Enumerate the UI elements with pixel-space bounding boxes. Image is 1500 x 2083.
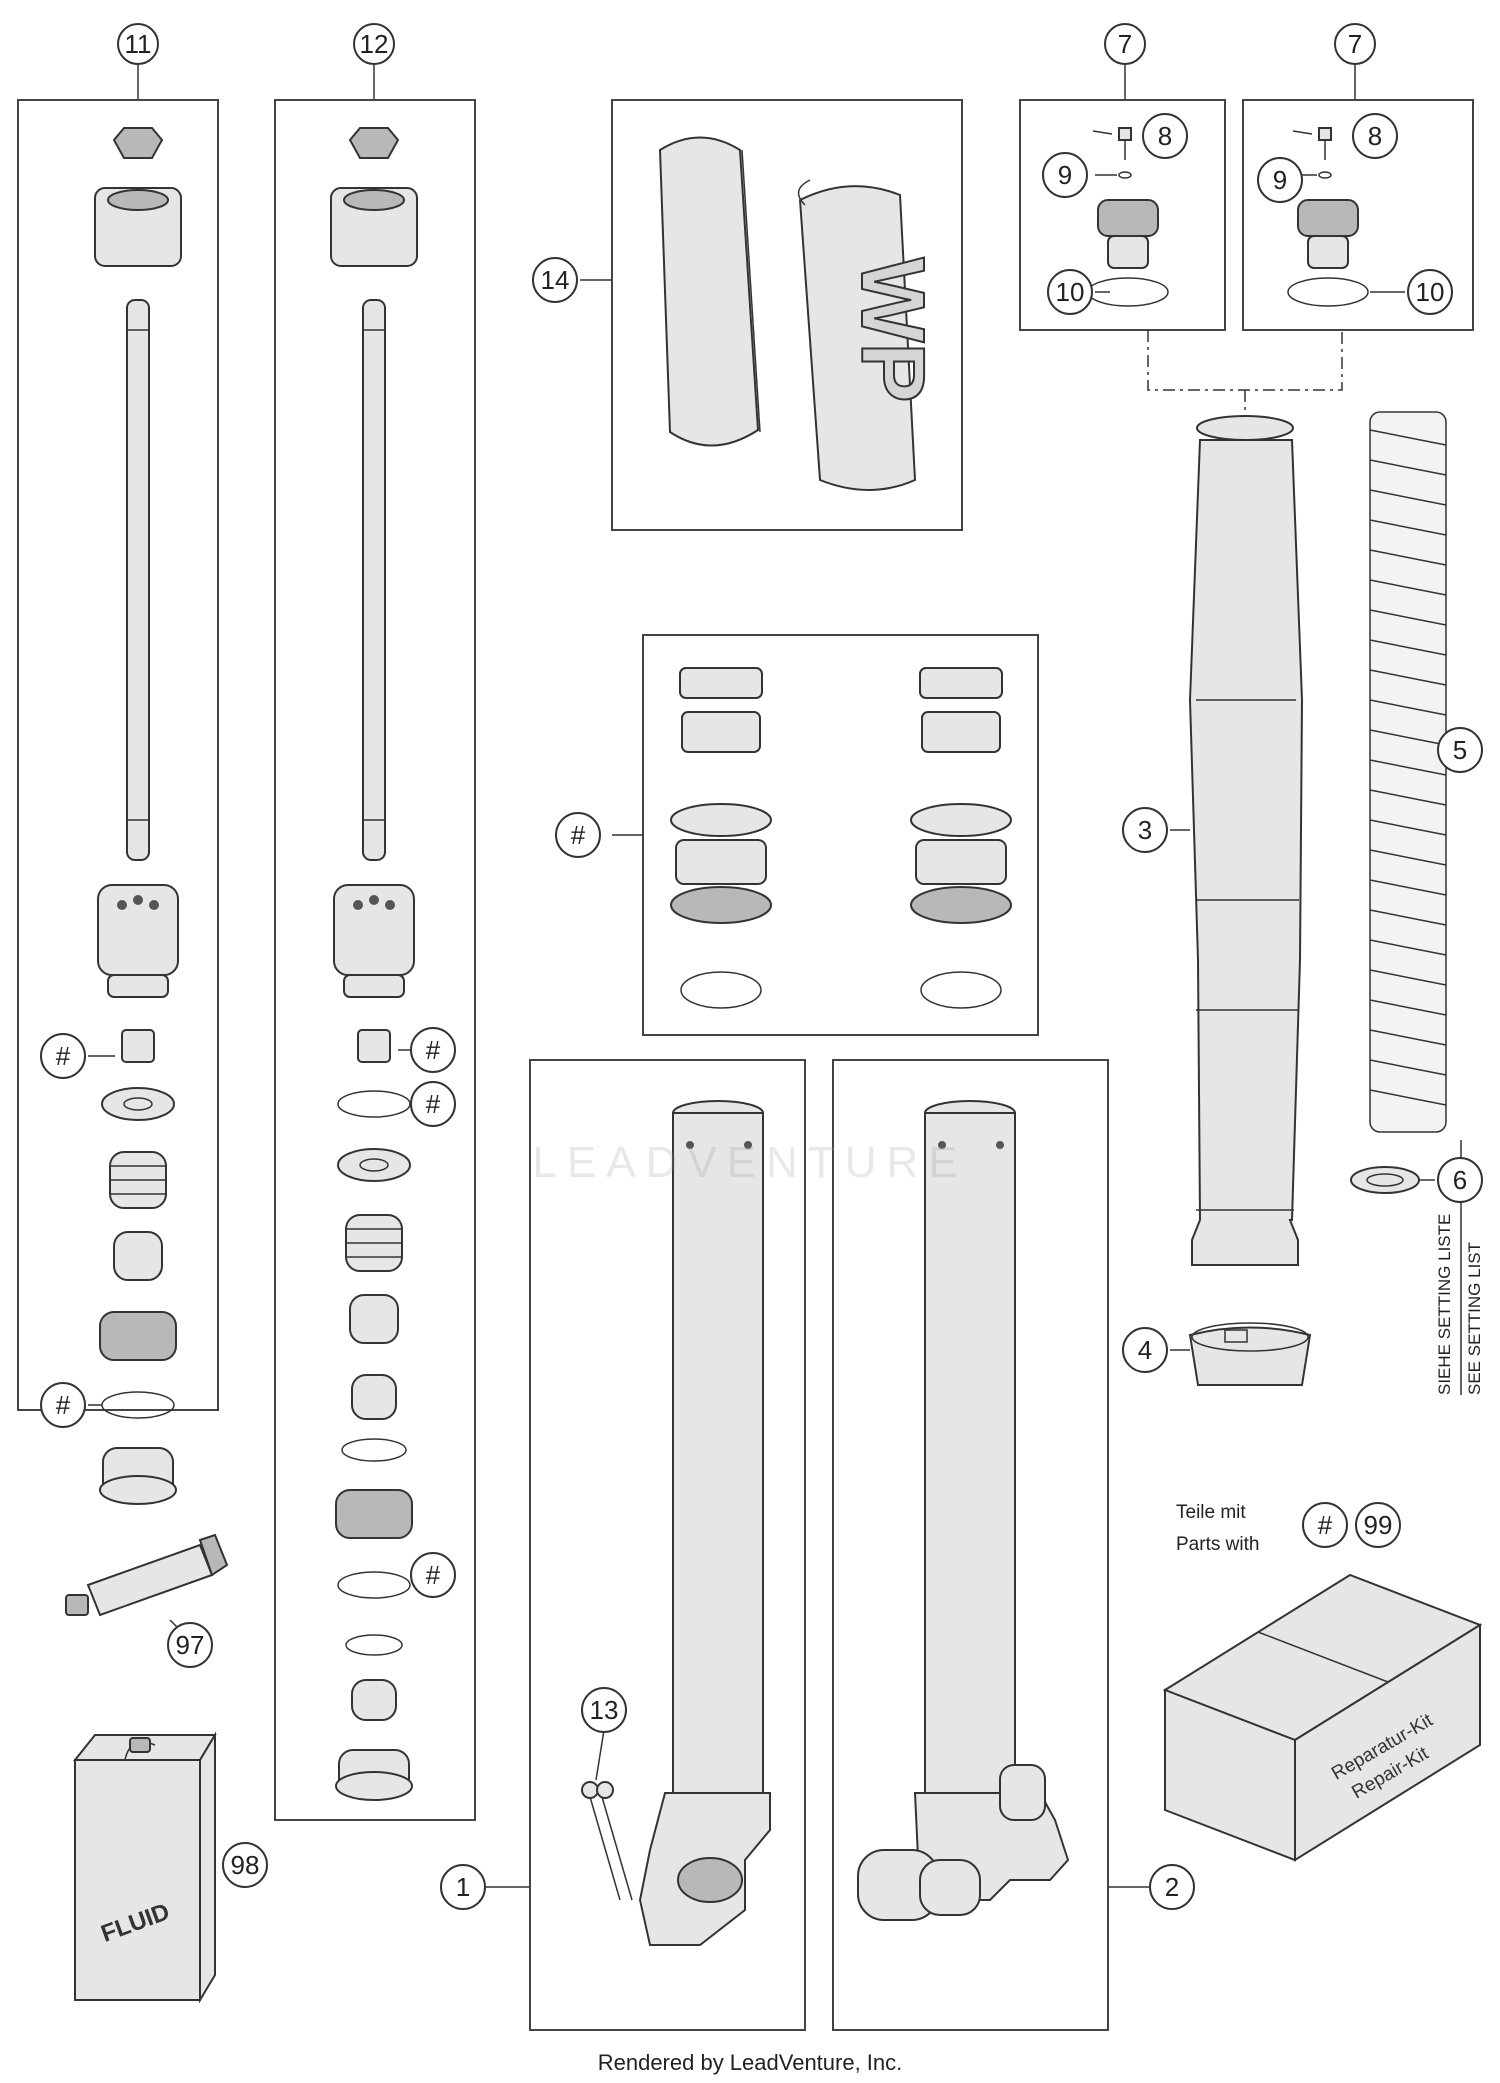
- repair-kit-box-99[interactable]: Reparatur-Kit Repair-Kit: [1162, 1573, 1483, 1862]
- callout-11[interactable]: 11: [117, 23, 159, 65]
- callout-11-label: 11: [125, 29, 152, 59]
- seal-kit-box[interactable]: [612, 634, 1039, 1036]
- setting-list-de: SIEHE SETTING LISTE: [1435, 1214, 1454, 1395]
- callout-9-right-label: 9: [1273, 165, 1287, 195]
- callout-97-label: 97: [176, 1630, 205, 1660]
- fork-guards-14[interactable]: WP: [580, 99, 963, 531]
- clamp-ring-4[interactable]: [1188, 1322, 1312, 1386]
- watermark: LEADVENTURE: [532, 1138, 968, 1187]
- cartridge-assembly-12[interactable]: [274, 64, 476, 1821]
- callout-98[interactable]: 98: [222, 1842, 268, 1888]
- callout-1-label: 1: [456, 1872, 470, 1902]
- callout-8-right-label: 8: [1368, 121, 1382, 151]
- callout-99[interactable]: 99: [1355, 1502, 1401, 1548]
- callout-13-label: 13: [590, 1695, 619, 1725]
- callout-8-left[interactable]: 8: [1142, 113, 1188, 159]
- fork-leg-1[interactable]: [485, 1059, 806, 2031]
- top-cap-assembly-7-left[interactable]: [1019, 64, 1226, 331]
- callout-1[interactable]: 1: [440, 1864, 486, 1910]
- callout-10-left-label: 10: [1056, 277, 1085, 307]
- spring-spacer-6[interactable]: [1350, 1166, 1420, 1194]
- callout-3[interactable]: 3: [1122, 807, 1168, 853]
- callout-99-label: 99: [1364, 1510, 1393, 1540]
- callout-10-right[interactable]: 10: [1407, 269, 1453, 315]
- callout-6-label: 6: [1453, 1165, 1467, 1195]
- callout-7-left[interactable]: 7: [1104, 23, 1146, 65]
- fork-fluid-can-98[interactable]: FLUID: [72, 1731, 217, 2004]
- callout-12-label: 12: [360, 29, 389, 59]
- callout-hash-seal-kit[interactable]: #: [555, 812, 601, 858]
- callout-7-right[interactable]: 7: [1334, 23, 1376, 65]
- callout-6[interactable]: 6: [1437, 1157, 1483, 1203]
- guard-logo-text: WP: [842, 258, 942, 403]
- callout-hash-12-b[interactable]: #: [410, 1081, 456, 1127]
- callout-hash-12-c-label: #: [426, 1560, 441, 1590]
- kit-note-line-en: Parts with: [1176, 1534, 1259, 1555]
- callout-12[interactable]: 12: [353, 23, 395, 65]
- callout-hash-11-a[interactable]: #: [40, 1033, 86, 1079]
- grease-tube-97[interactable]: [65, 1533, 229, 1629]
- callout-9-right[interactable]: 9: [1257, 157, 1303, 203]
- callout-97[interactable]: 97: [167, 1622, 213, 1668]
- top-cap-assembly-7-right[interactable]: [1242, 64, 1474, 331]
- callout-8-left-label: 8: [1158, 121, 1172, 151]
- callout-2-label: 2: [1165, 1872, 1179, 1902]
- cartridge-assembly-11[interactable]: [17, 64, 219, 1505]
- callout-9-left[interactable]: 9: [1042, 152, 1088, 198]
- callout-hash-kit-label: #: [1318, 1510, 1333, 1540]
- setting-list-en: SEE SETTING LIST: [1465, 1242, 1484, 1395]
- callout-14-label: 14: [541, 265, 570, 295]
- callout-4-label: 4: [1138, 1335, 1152, 1365]
- callout-7-left-label: 7: [1118, 29, 1132, 59]
- callout-hash-11-b[interactable]: #: [40, 1382, 86, 1428]
- kit-note: Teile mit Parts with: [1176, 1502, 1259, 1555]
- callout-8-right[interactable]: 8: [1352, 113, 1398, 159]
- callout-4[interactable]: 4: [1122, 1327, 1168, 1373]
- setting-list-note: SIEHE SETTING LISTE SEE SETTING LIST: [1435, 1140, 1484, 1395]
- callout-13[interactable]: 13: [581, 1687, 627, 1733]
- callout-hash-seal-kit-label: #: [571, 820, 586, 850]
- callout-hash-11-a-label: #: [56, 1041, 71, 1071]
- callout-hash-12-b-label: #: [426, 1089, 441, 1119]
- callout-14[interactable]: 14: [532, 257, 578, 303]
- callout-98-label: 98: [231, 1850, 260, 1880]
- callout-hash-12-c[interactable]: #: [410, 1552, 456, 1598]
- outer-tube-3[interactable]: [1188, 415, 1304, 1266]
- callout-2[interactable]: 2: [1149, 1864, 1195, 1910]
- callout-9-left-label: 9: [1058, 160, 1072, 190]
- callout-hash-12-a-label: #: [426, 1035, 441, 1065]
- callout-hash-11-b-label: #: [56, 1390, 71, 1420]
- callout-hash-12-a[interactable]: #: [410, 1027, 456, 1073]
- callout-5[interactable]: 5: [1437, 727, 1483, 773]
- kit-note-line-de: Teile mit: [1176, 1502, 1246, 1523]
- callout-5-label: 5: [1453, 735, 1467, 765]
- fork-spring-5[interactable]: [1369, 411, 1447, 1133]
- callout-10-right-label: 10: [1416, 277, 1445, 307]
- callout-7-right-label: 7: [1348, 29, 1362, 59]
- callout-hash-kit[interactable]: #: [1302, 1502, 1348, 1548]
- callout-3-label: 3: [1138, 815, 1152, 845]
- callout-10-left[interactable]: 10: [1047, 269, 1093, 315]
- fork-leg-2[interactable]: [832, 1059, 1150, 2031]
- footer-credit: Rendered by LeadVenture, Inc.: [597, 2050, 903, 2075]
